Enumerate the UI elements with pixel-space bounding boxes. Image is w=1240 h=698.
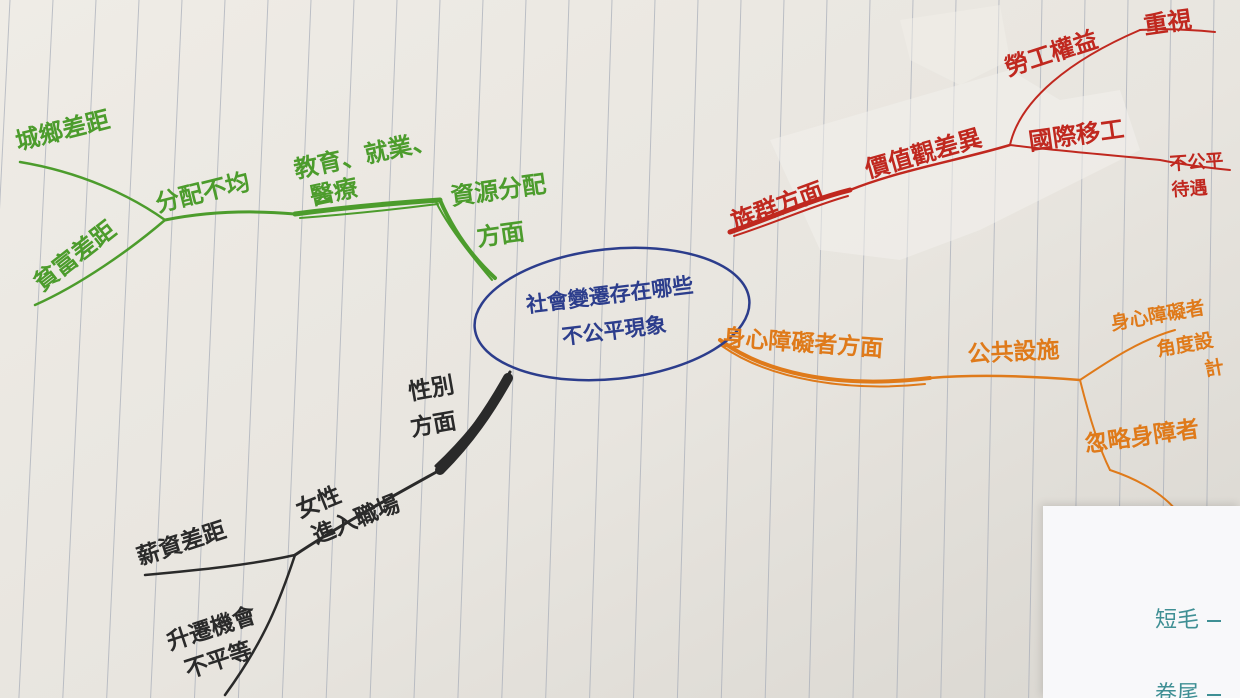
rule-line [676, 0, 699, 698]
panel-item-short-hair[interactable]: 短毛 [1155, 602, 1222, 634]
green-branch-strokes [18, 160, 497, 307]
rule-line [0, 0, 11, 210]
rule-line [457, 0, 484, 698]
rule-line [369, 0, 398, 698]
panel-item-curled-tail[interactable]: 卷尾 [1155, 676, 1222, 698]
red-branch-strokes [727, 28, 1231, 237]
dash-icon [1207, 694, 1222, 696]
center-bubble [473, 246, 751, 382]
dash-icon [1207, 620, 1222, 622]
overlay-panel: 短毛 卷尾 [1043, 506, 1240, 698]
black-branch-strokes [143, 370, 513, 697]
rule-line [62, 0, 97, 698]
public-facilities-label: 公共設施 [967, 336, 1060, 368]
tape-strips [770, 5, 1140, 260]
rule-line [501, 0, 527, 698]
rule-line [150, 0, 183, 698]
unfair-treatment-label: 不公平 [1169, 150, 1224, 175]
rule-line [764, 0, 785, 698]
rule-line [237, 0, 269, 698]
disabled-perspective-design-label-line3: 計 [1203, 355, 1226, 381]
rule-line [281, 0, 312, 698]
rule-line [194, 0, 226, 698]
rule-line [808, 0, 828, 698]
rule-line [413, 0, 441, 698]
rule-line [106, 0, 140, 698]
respect-label: 重視 [1142, 6, 1193, 40]
rule-line [545, 0, 570, 698]
resource-allocation-label-line2: 方面 [475, 218, 526, 252]
rule-line [325, 0, 355, 698]
rule-line [589, 0, 613, 698]
rule-line [18, 0, 54, 698]
rule-line [633, 0, 656, 698]
unfair-treatment-label-line2: 待遇 [1171, 177, 1208, 201]
